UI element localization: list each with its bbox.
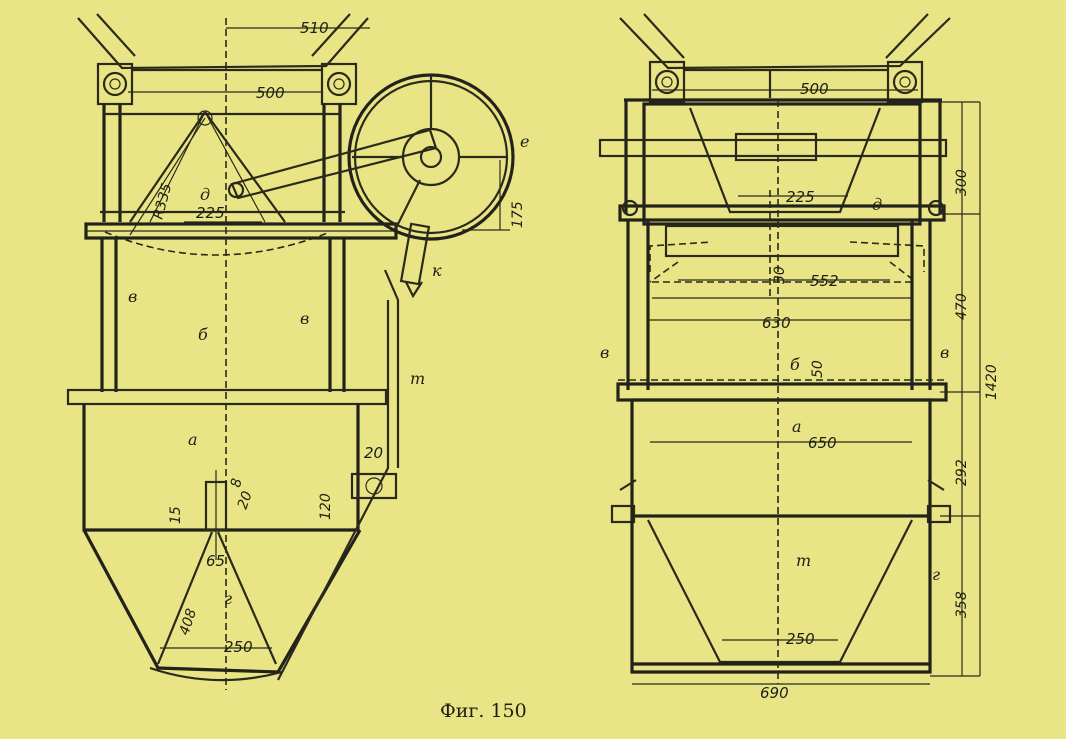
right-dim-50: 50 bbox=[810, 360, 826, 378]
left-label-d: д bbox=[200, 185, 210, 204]
right-label-g: г bbox=[932, 565, 940, 584]
right-dim-650: 650 bbox=[808, 434, 837, 452]
right-hopper-g bbox=[630, 516, 932, 674]
left-label-b: б bbox=[198, 325, 208, 344]
left-dim-250: 250 bbox=[224, 638, 253, 656]
right-label-d: д bbox=[872, 195, 882, 214]
left-dim-510: 510 bbox=[300, 19, 329, 37]
right-dim-552: 552 bbox=[810, 272, 839, 290]
left-dim-175: 175 bbox=[510, 201, 526, 228]
left-pipe-t bbox=[277, 300, 390, 681]
left-dim-120: 120 bbox=[318, 493, 334, 520]
left-dim-20a: 20 bbox=[235, 489, 256, 511]
left-crank-arm bbox=[230, 128, 438, 200]
left-top-left-pulley bbox=[96, 62, 134, 106]
left-dim-500: 500 bbox=[256, 84, 285, 102]
right-dim-250: 250 bbox=[786, 630, 815, 648]
right-label-v: в bbox=[600, 343, 609, 362]
right-sieve-d bbox=[688, 107, 882, 214]
left-view-labels: 510 500 R335 225 175 250 408 65 15 20 12… bbox=[128, 19, 529, 656]
left-top-chute bbox=[77, 17, 369, 70]
right-dim-630: 630 bbox=[762, 314, 791, 332]
left-handwheel-e bbox=[347, 73, 515, 241]
left-dim-408: 408 bbox=[177, 607, 201, 637]
left-view bbox=[66, 13, 515, 690]
right-top-right-pulley bbox=[886, 60, 924, 104]
right-label-b: б bbox=[790, 355, 800, 374]
left-dim-225: 225 bbox=[196, 204, 225, 222]
figure-caption: Фиг. 150 bbox=[440, 700, 527, 722]
left-dim-20b: 20 bbox=[364, 444, 383, 462]
left-box-a bbox=[82, 404, 360, 532]
right-dim-690: 690 bbox=[760, 684, 789, 702]
left-label-v2: в bbox=[300, 309, 309, 328]
right-view-labels: 500 225 300 30 552 630 50 650 470 1420 2… bbox=[600, 80, 1000, 702]
right-dim-470: 470 bbox=[954, 293, 970, 320]
right-dim-225: 225 bbox=[786, 188, 815, 206]
right-dim-500: 500 bbox=[800, 80, 829, 98]
right-top-chute bbox=[619, 17, 951, 70]
left-dim-65: 65 bbox=[206, 552, 225, 570]
right-label-a: а bbox=[792, 417, 802, 436]
right-box-a bbox=[630, 398, 932, 518]
right-dim-358: 358 bbox=[954, 591, 970, 618]
left-label-t: т bbox=[410, 369, 425, 388]
left-label-a: a bbox=[188, 430, 198, 449]
right-view bbox=[598, 13, 981, 685]
left-label-k: к bbox=[432, 261, 442, 280]
right-dim-292: 292 bbox=[954, 459, 970, 486]
right-upper-box bbox=[642, 102, 922, 226]
left-lower-crossbar bbox=[66, 388, 388, 406]
right-label-v2: в bbox=[940, 343, 949, 362]
left-label-v1: в bbox=[128, 287, 137, 306]
left-dim-15: 15 bbox=[168, 506, 184, 524]
left-handle-k bbox=[399, 222, 431, 286]
left-sieve-d bbox=[129, 111, 286, 223]
right-dim-300: 300 bbox=[954, 169, 970, 196]
left-dim-angle: 8 bbox=[228, 477, 245, 489]
right-dim-1420: 1420 bbox=[984, 364, 1000, 400]
left-label-e: е bbox=[520, 132, 529, 151]
right-lower-rail bbox=[616, 382, 948, 402]
left-top-right-pulley bbox=[320, 62, 358, 106]
right-shaft bbox=[598, 138, 948, 158]
right-dim-30: 30 bbox=[772, 266, 788, 284]
right-label-t: т bbox=[796, 551, 811, 570]
right-top-left-pulley bbox=[648, 60, 686, 104]
left-arc-r335 bbox=[104, 231, 331, 256]
left-label-g: г bbox=[224, 589, 232, 608]
